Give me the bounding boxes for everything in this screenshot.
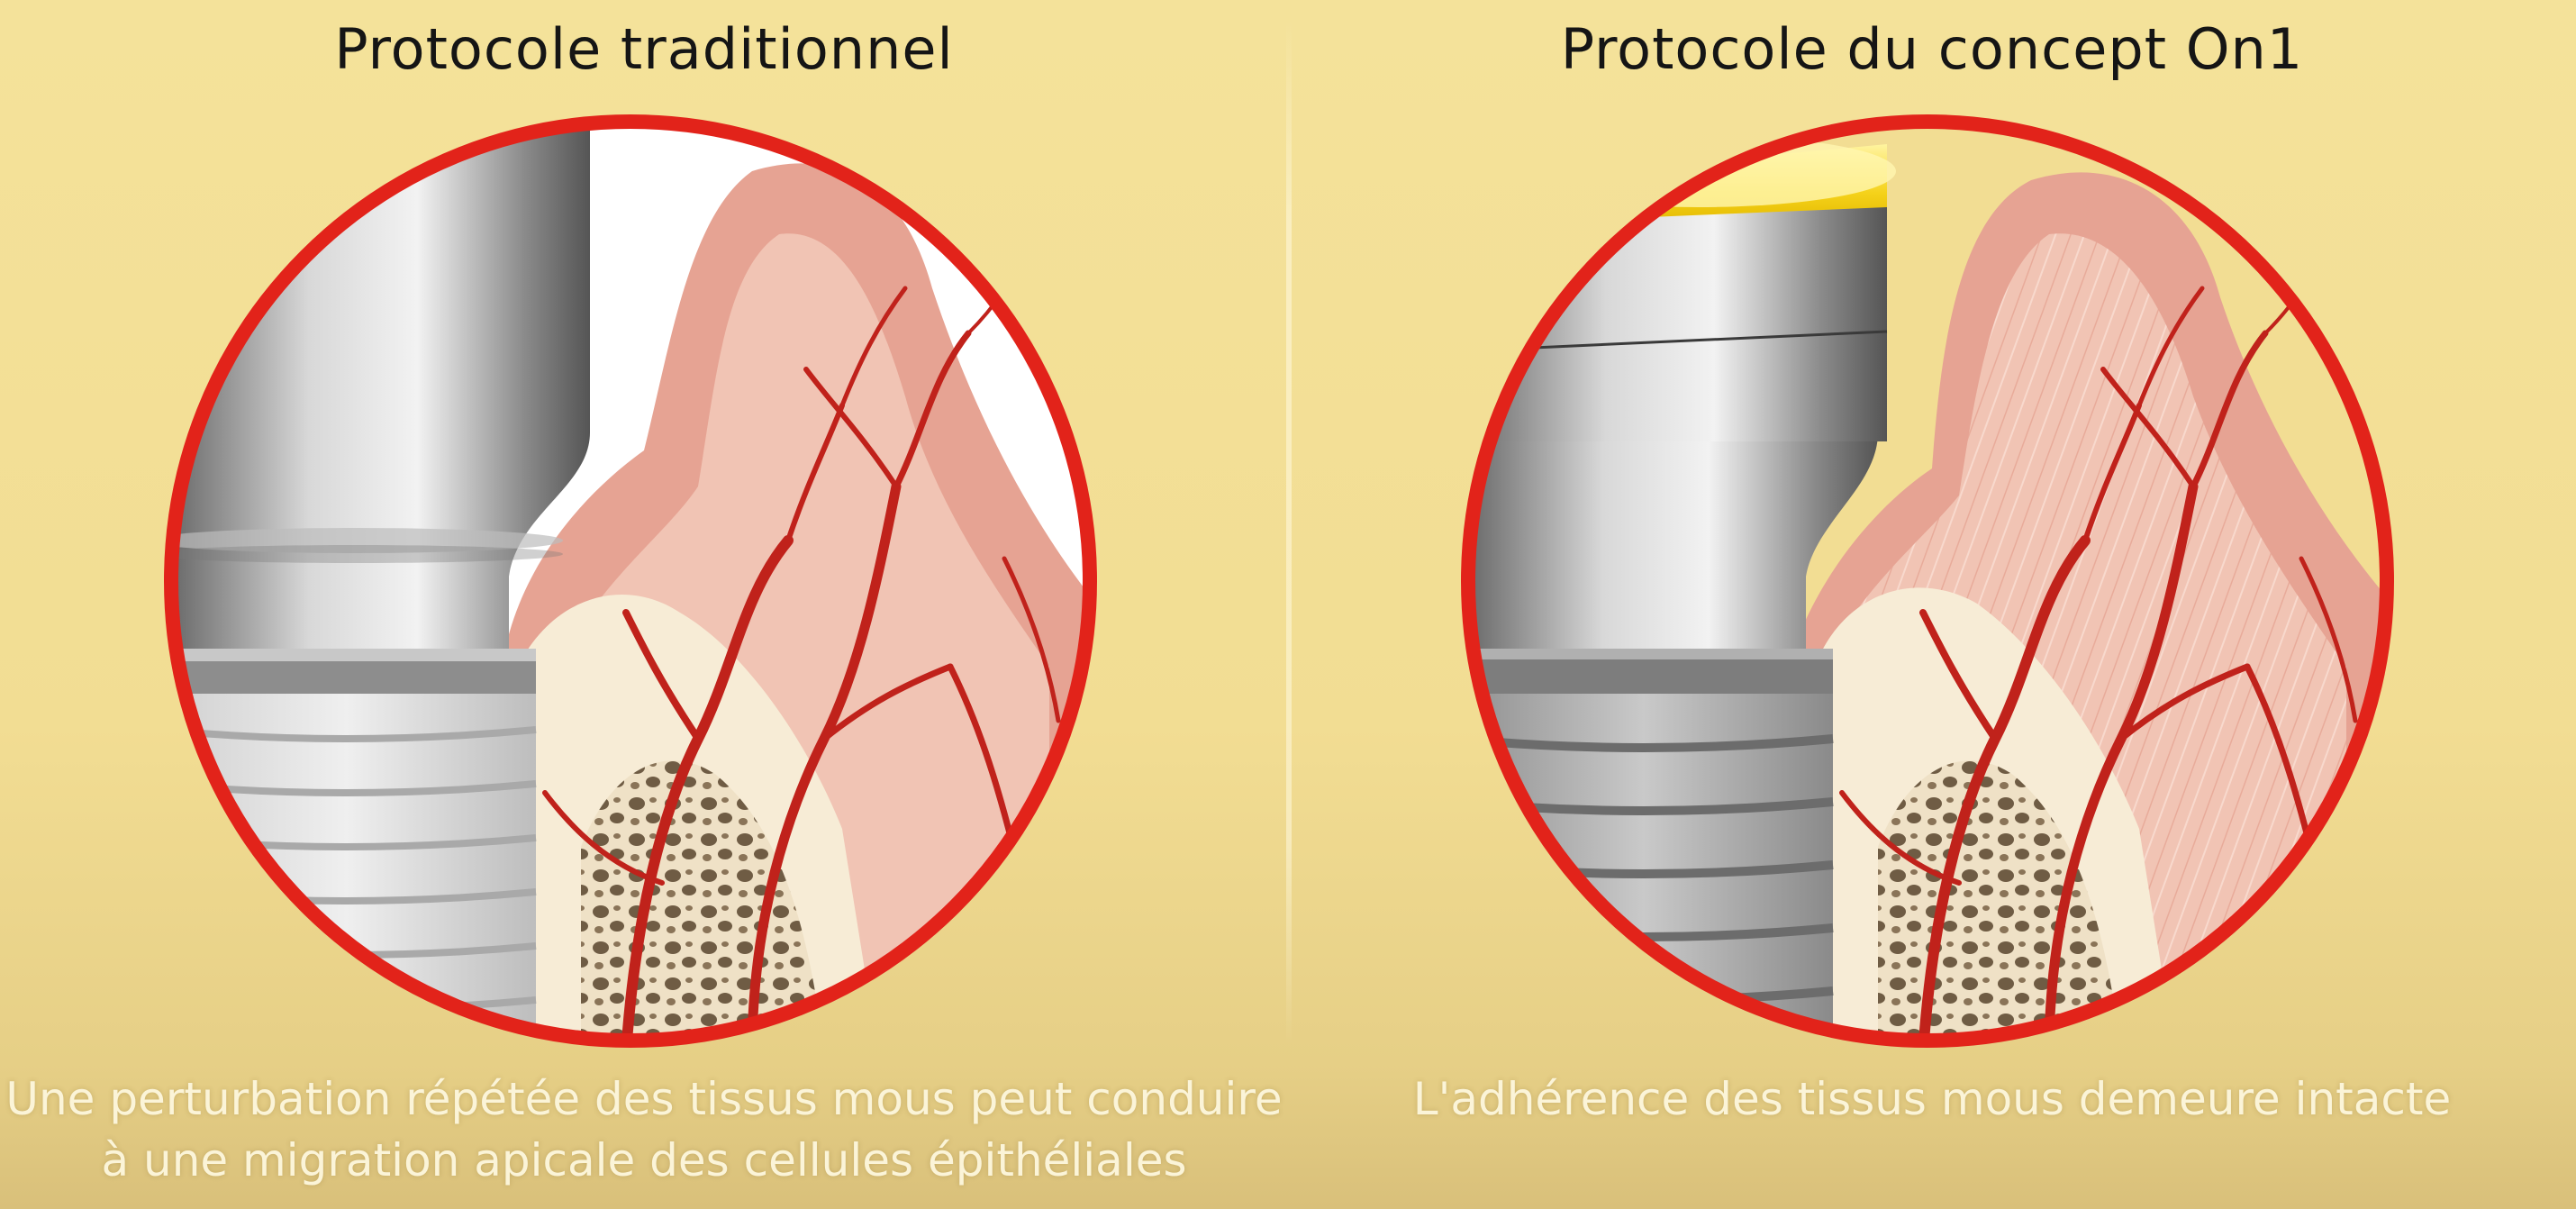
right-panel: Protocole du concept On1 xyxy=(1288,0,2576,1209)
left-panel-title: Protocole traditionnel xyxy=(334,16,954,82)
left-illustration xyxy=(158,108,1103,1054)
left-caption-line-2: à une migration apicale des cellules épi… xyxy=(101,1134,1187,1186)
right-caption: L'adhérence des tissus mous demeure inta… xyxy=(1288,1068,2576,1130)
on1-implant-illustration xyxy=(1461,114,2394,1048)
traditional-implant-illustration xyxy=(164,114,1097,1048)
right-caption-line-1: L'adhérence des tissus mous demeure inta… xyxy=(1412,1073,2452,1125)
left-caption: Une perturbation répétée des tissus mous… xyxy=(0,1068,1288,1191)
left-caption-line-1: Une perturbation répétée des tissus mous… xyxy=(5,1073,1283,1125)
right-illustration xyxy=(1455,108,2400,1054)
left-ring xyxy=(164,114,1097,1048)
panel-divider xyxy=(1286,18,1292,1045)
right-ring xyxy=(1461,114,2394,1048)
right-panel-title: Protocole du concept On1 xyxy=(1560,16,2304,82)
left-panel: Protocole traditionnel xyxy=(0,16,1288,1191)
